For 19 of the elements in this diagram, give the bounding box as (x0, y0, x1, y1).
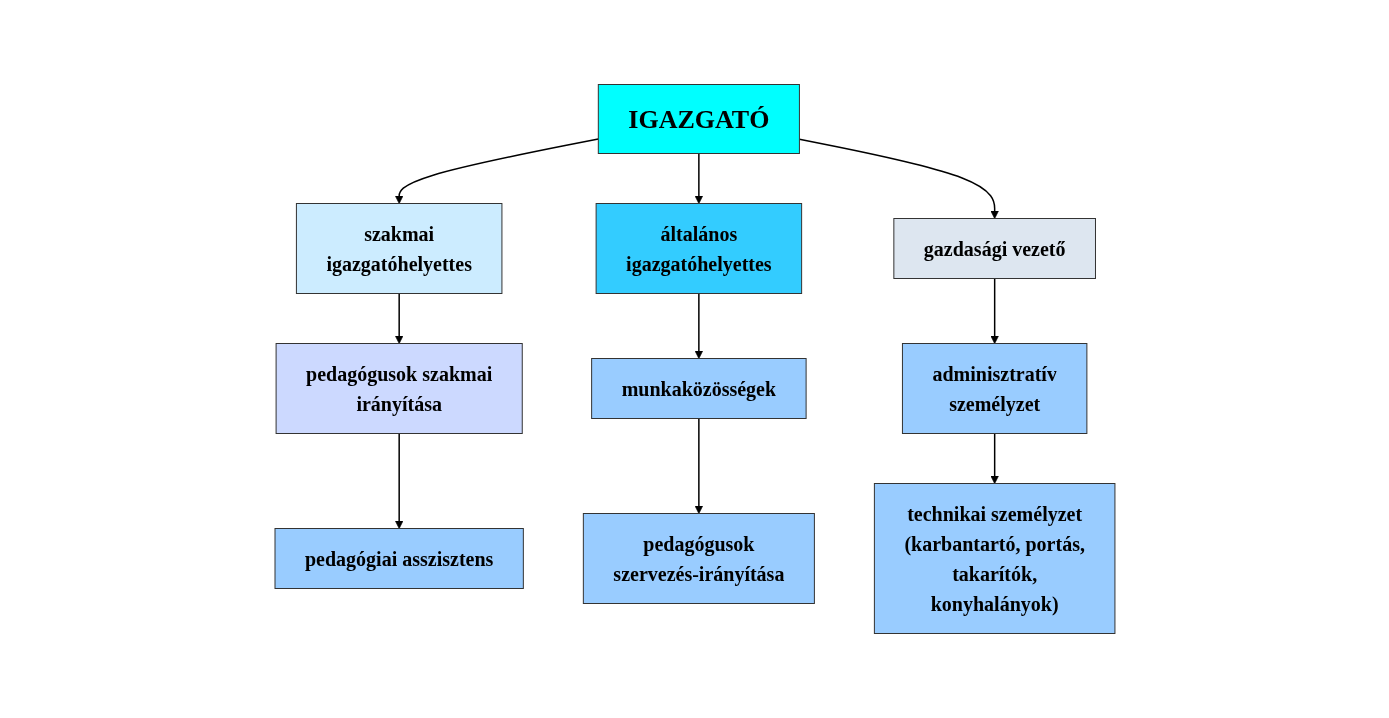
node-box: általános igazgatóhelyettes (595, 203, 802, 294)
node-box: szakmai igazgatóhelyettes (295, 203, 502, 294)
node-box: IGAZGATÓ (597, 84, 800, 154)
arrow (394, 432, 404, 529)
node-box: adminisztratív személyzet (901, 343, 1087, 434)
arrow (989, 277, 999, 344)
node-box: pedagógusok szakmai irányítása (275, 343, 523, 434)
arrow (394, 138, 599, 204)
node-box: munkaközösségek (590, 358, 807, 419)
arrow (394, 292, 404, 344)
node-box: pedagógusok szervezés-irányítása (582, 513, 815, 604)
arrow (694, 417, 703, 514)
arrow (798, 138, 999, 219)
arrow (989, 432, 999, 484)
arrow (694, 152, 703, 204)
arrow (694, 292, 703, 359)
node-box: technikai személyzet (karbantartó, portás, takarítók, konyhalányok) (873, 483, 1115, 634)
node-box: pedagógiai asszisztens (274, 528, 524, 589)
node-box: gazdasági vezető (892, 218, 1096, 279)
